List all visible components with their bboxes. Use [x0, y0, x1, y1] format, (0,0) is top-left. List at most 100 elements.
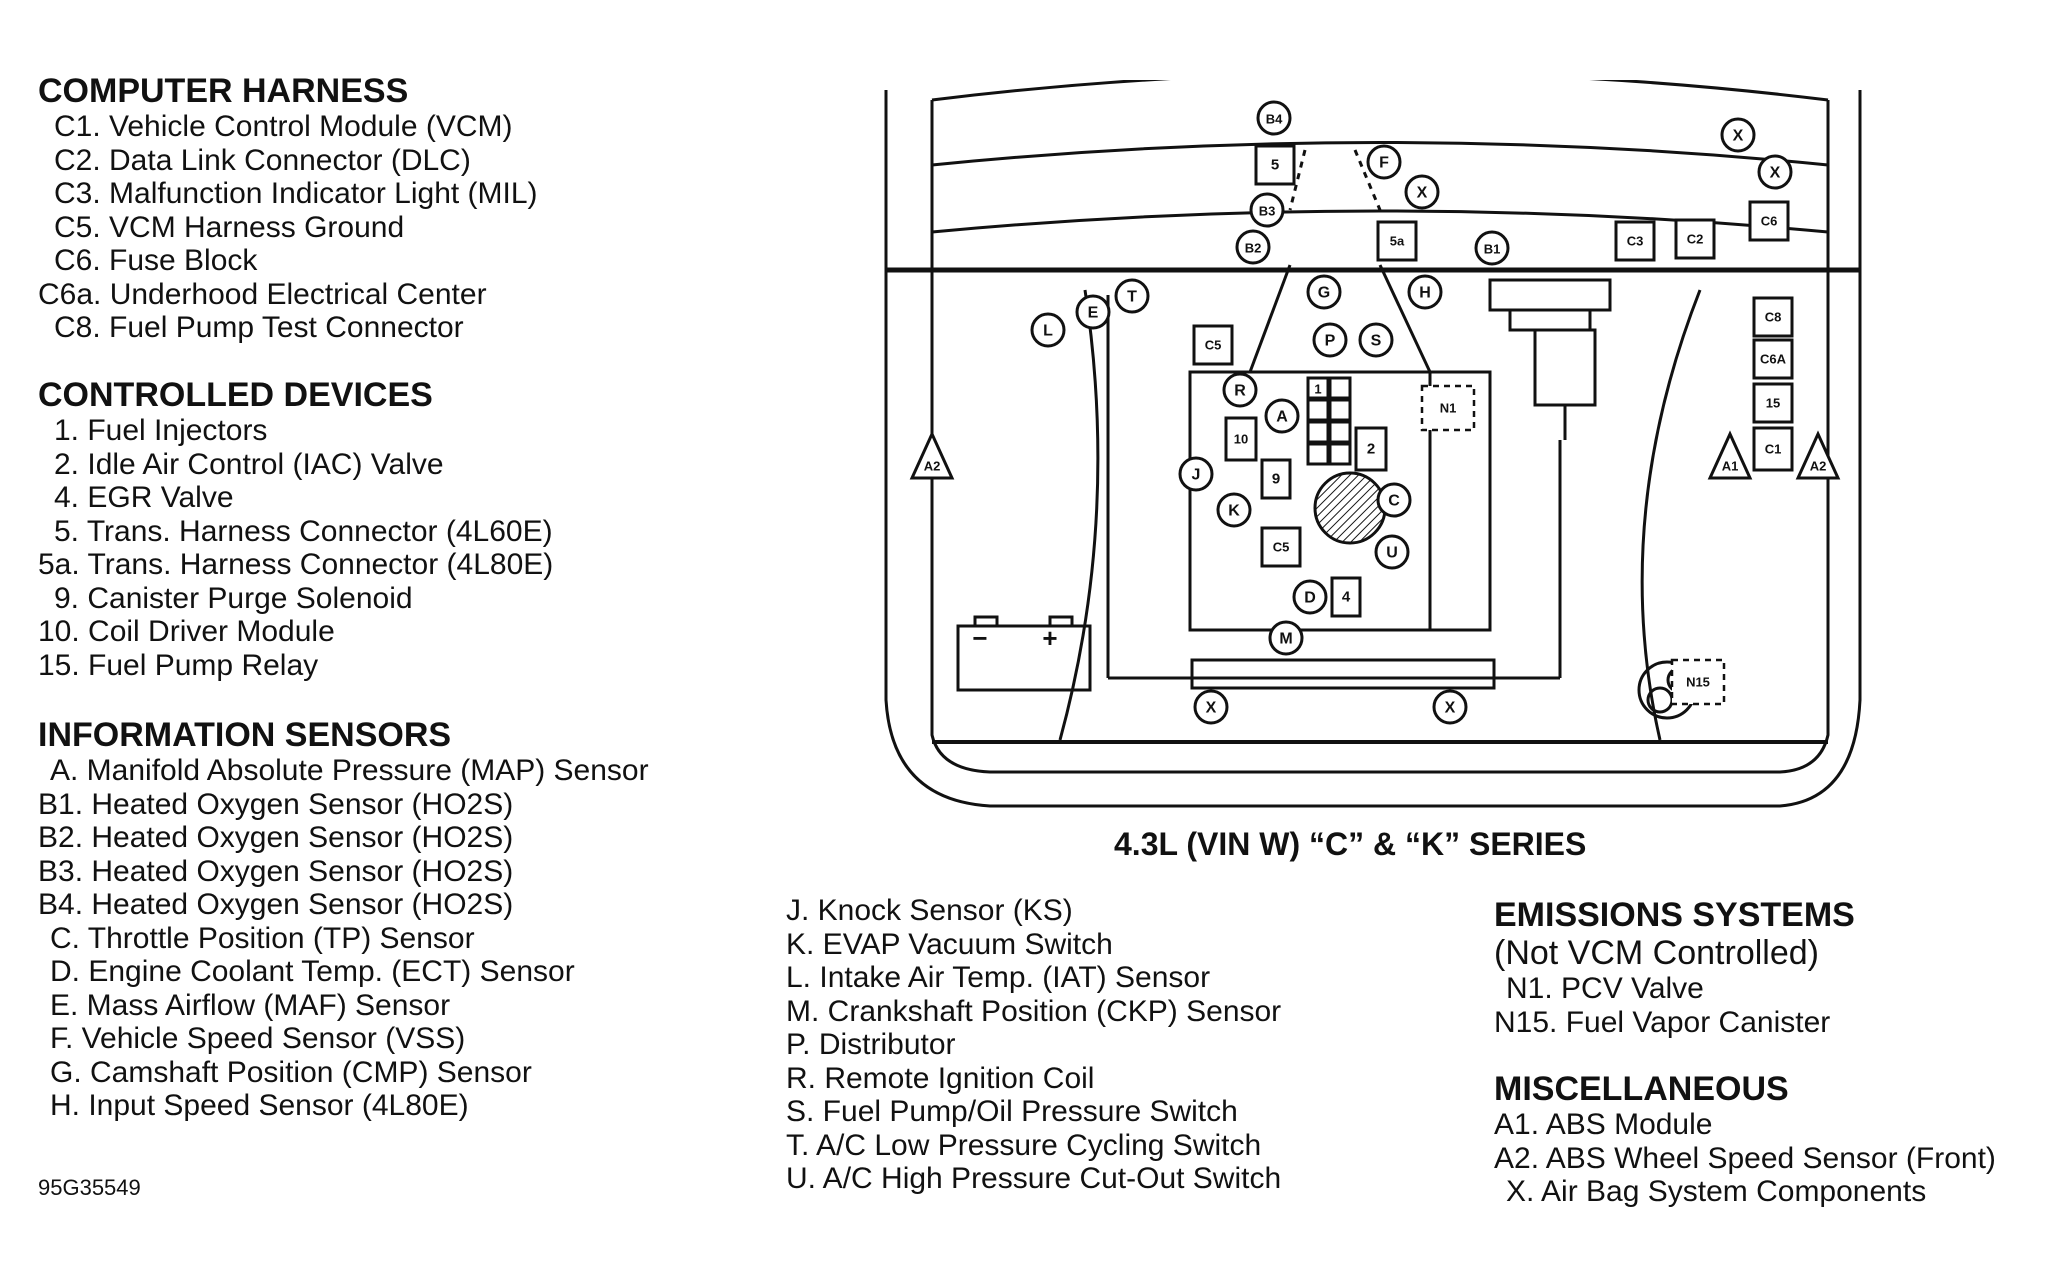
marker-label: D: [1304, 590, 1316, 607]
marker-label: E: [1088, 305, 1099, 322]
circle-marker-j: J: [1178, 456, 1214, 492]
list-item: T. A/C Low Pressure Cycling Switch: [786, 1128, 1262, 1162]
list-item: D. Engine Coolant Temp. (ECT) Sensor: [50, 955, 575, 988]
marker-box: [1752, 382, 1794, 424]
circle-marker-l: L: [1030, 312, 1066, 348]
marker-label: N15: [1686, 675, 1710, 690]
circle-marker-a: A: [1264, 398, 1300, 434]
marker-triangle: [909, 430, 955, 480]
marker-label: G: [1318, 285, 1330, 302]
marker-circle: [1366, 144, 1402, 180]
marker-label: 9: [1272, 471, 1280, 488]
box-marker-2: 2: [1354, 426, 1388, 472]
box-marker-c6: C6: [1748, 200, 1790, 242]
marker-label: T: [1127, 289, 1137, 306]
dashed-marker-n1: N1: [1420, 384, 1476, 432]
injector-cell: [1328, 442, 1352, 466]
list-item: S. Fuel Pump/Oil Pressure Switch: [786, 1095, 1238, 1128]
list-item: 5a. Trans. Harness Connector (4L80E): [38, 548, 554, 581]
marker-circle: [1292, 579, 1328, 615]
circle-marker-r: R: [1222, 372, 1258, 408]
list-item: F. Vehicle Speed Sensor (VSS): [50, 1022, 466, 1055]
emissions-systems-subheading: (Not VCM Controlled): [1494, 934, 1819, 972]
triangle-marker-a2: A2: [909, 430, 955, 480]
controlled-devices-heading: CONTROLLED DEVICES: [38, 376, 433, 414]
marker-label: X: [1417, 185, 1428, 202]
box-marker-c3: C3: [1614, 220, 1656, 262]
marker-box: [1376, 220, 1418, 262]
list-item: C. Throttle Position (TP) Sensor: [50, 921, 475, 955]
battery: [956, 624, 1092, 692]
circle-marker-x: X: [1720, 117, 1756, 153]
marker-label: 4: [1342, 589, 1351, 606]
computer-harness-heading: COMPUTER HARNESS: [38, 72, 409, 110]
emissions-systems-section: EMISSIONS SYSTEMS (Not VCM Controlled) N…: [1494, 896, 1855, 1039]
information-sensors-section: INFORMATION SENSORS A. Manifold Absolute…: [38, 716, 649, 1123]
marker-label: C8: [1765, 310, 1782, 325]
list-item: P. Distributor: [786, 1028, 956, 1061]
marker-label: B3: [1259, 204, 1276, 219]
marker-label: B4: [1266, 112, 1283, 127]
list-item: J. Knock Sensor (KS): [786, 894, 1073, 927]
list-item: R. Remote Ignition Coil: [786, 1061, 1095, 1095]
list-item: K. EVAP Vacuum Switch: [786, 927, 1113, 961]
marker-label: C1: [1765, 442, 1782, 457]
list-item: C6a. Underhood Electrical Center: [38, 277, 487, 311]
marker-circle: [1376, 482, 1412, 518]
marker-circle: [1474, 230, 1510, 266]
marker-label: B1: [1484, 242, 1501, 257]
circle-marker-g: G: [1306, 274, 1342, 310]
marker-box: [1192, 324, 1234, 366]
list-item: X. Air Bag System Components: [1506, 1175, 1927, 1208]
marker-dashed-box: [1420, 384, 1476, 432]
marker-label: C3: [1627, 234, 1644, 249]
marker-label: B2: [1245, 241, 1262, 256]
list-item: C3. Malfunction Indicator Light (MIL): [54, 177, 538, 210]
marker-label: 15: [1766, 396, 1780, 411]
marker-circle: [1407, 274, 1443, 310]
marker-label: X: [1445, 700, 1456, 717]
circle-marker-e: E: [1075, 294, 1111, 330]
list-item: C8. Fuel Pump Test Connector: [54, 311, 464, 344]
marker-box: [1752, 296, 1794, 338]
marker-box: [1330, 576, 1362, 618]
marker-label: X: [1206, 700, 1217, 717]
box-marker-5a: 5a: [1376, 220, 1418, 262]
miscellaneous-section: MISCELLANEOUS A1. ABS Module A2. ABS Whe…: [1494, 1070, 1996, 1209]
list-item: A. Manifold Absolute Pressure (MAP) Sens…: [50, 754, 649, 787]
marker-circle: [1312, 322, 1348, 358]
information-sensors-list: A. Manifold Absolute Pressure (MAP) Sens…: [38, 754, 649, 1123]
marker-label: 2: [1367, 441, 1375, 458]
circle-marker-x: X: [1404, 174, 1440, 210]
list-item: 1. Fuel Injectors: [54, 414, 268, 447]
list-item: B1. Heated Oxygen Sensor (HO2S): [38, 787, 514, 821]
circle-marker-x: X: [1193, 689, 1229, 725]
injector-cell: [1328, 376, 1352, 400]
box-marker-10: 10: [1224, 416, 1258, 462]
list-item: N1. PCV Valve: [1506, 972, 1704, 1005]
marker-circle: [1249, 192, 1285, 228]
list-item: B3. Heated Oxygen Sensor (HO2S): [38, 854, 514, 888]
circle-marker-m: M: [1268, 620, 1304, 656]
marker-box: [1674, 218, 1716, 260]
diagram-caption: 4.3L (VIN W) “C” & “K” SERIES: [1114, 826, 1587, 862]
injector-cell: [1328, 420, 1352, 444]
box-marker-c1: C1: [1752, 426, 1794, 472]
injector-cell: [1328, 398, 1352, 422]
marker-circle: [1720, 117, 1756, 153]
list-item: H. Input Speed Sensor (4L80E): [50, 1089, 469, 1122]
circle-marker-s: S: [1358, 322, 1394, 358]
list-item: C1. Vehicle Control Module (VCM): [54, 110, 513, 143]
dashed-marker-n15: N15: [1670, 658, 1726, 706]
marker-circle: [1256, 100, 1292, 136]
circle-marker-b3: B3: [1249, 192, 1285, 228]
marker-triangle: [1707, 430, 1753, 480]
marker-triangle: [1795, 430, 1841, 480]
marker-circle: [1193, 689, 1229, 725]
box-marker-c5: C5: [1260, 526, 1302, 568]
list-item: A1. ABS Module: [1494, 1108, 1713, 1141]
list-item: M. Crankshaft Position (CKP) Sensor: [786, 994, 1282, 1028]
marker-label: A: [1276, 409, 1288, 426]
box-marker-c2: C2: [1674, 218, 1716, 260]
